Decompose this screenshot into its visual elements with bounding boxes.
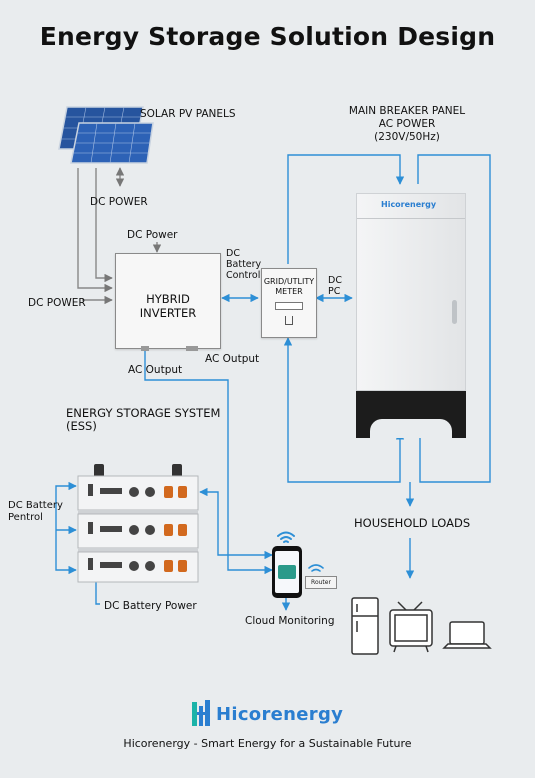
dc-battery-power-label: DC Battery Power bbox=[104, 600, 197, 612]
household-loads-label: HOUSEHOLD LOADS bbox=[354, 516, 471, 530]
dc-battery-control-label: DC Battery Control bbox=[226, 248, 262, 281]
cabinet-brand: Hicorenergy bbox=[381, 200, 437, 209]
hybrid-inverter-label: HYBRID INVERTER bbox=[139, 292, 197, 320]
grid-meter-label: GRID/UTLITY METER bbox=[263, 277, 315, 296]
fridge-icon bbox=[351, 597, 379, 655]
footer-tagline: Hicorenergy - Smart Energy for a Sustain… bbox=[123, 737, 412, 750]
inverter-port-right bbox=[186, 346, 198, 351]
ac-output-left-label: AC Output bbox=[128, 364, 183, 376]
main-breaker-cabinet: Hicorenergy bbox=[356, 193, 466, 438]
solar-pv-panels-label: SOLAR PV PANELS bbox=[140, 108, 236, 120]
inverter-port-left bbox=[141, 346, 149, 351]
cabinet-base bbox=[356, 391, 466, 438]
dc-power-sub-label: DC Power bbox=[127, 229, 178, 241]
household-appliances bbox=[351, 597, 492, 655]
main-breaker-panel-label: MAIN BREAKER PANEL AC POWER (230V/50Hz) bbox=[348, 105, 466, 143]
ac-output-right-label: AC Output bbox=[205, 353, 260, 365]
battery-stack bbox=[77, 464, 199, 583]
page-title: Energy Storage Solution Design bbox=[39, 22, 496, 51]
hybrid-inverter-box: HYBRID INVERTER bbox=[115, 253, 221, 349]
laptop-icon bbox=[442, 621, 492, 649]
meter-display-icon bbox=[275, 302, 303, 310]
dc-power-left-label: DC POWER bbox=[28, 297, 86, 309]
dc-power-top-label: DC POWER bbox=[90, 196, 148, 208]
phone-image bbox=[272, 546, 302, 598]
ground-icon bbox=[285, 316, 293, 325]
wifi-icon bbox=[277, 531, 295, 543]
dc-pc-label: DC PC bbox=[328, 275, 342, 297]
cabinet-handle bbox=[452, 300, 457, 324]
footer-brand: Hicorenergy bbox=[216, 704, 344, 725]
tv-icon bbox=[389, 601, 433, 653]
hicorenergy-logo-icon bbox=[192, 700, 210, 726]
router-device: Router bbox=[305, 576, 337, 589]
grid-utility-meter: GRID/UTLITY METER bbox=[261, 268, 317, 338]
cloud-monitoring-label: Cloud Monitoring bbox=[245, 615, 335, 627]
solar-pv-panels-image bbox=[58, 106, 154, 164]
cabinet-door: Hicorenergy bbox=[356, 193, 466, 391]
router-wifi-icon bbox=[308, 564, 324, 572]
phone-app-icon bbox=[278, 565, 296, 579]
ess-label: ENERGY STORAGE SYSTEM (ESS) bbox=[66, 406, 221, 433]
dc-battery-pentrol-label: DC Battery Pentrol bbox=[8, 500, 63, 523]
